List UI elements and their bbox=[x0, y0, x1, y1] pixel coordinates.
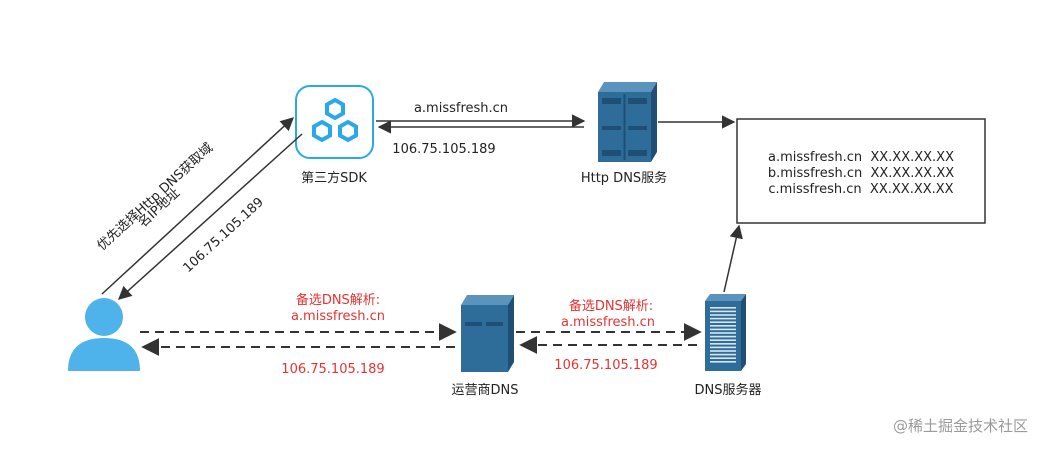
label-carrier-to-user: 106.75.105.189 bbox=[281, 362, 384, 377]
label-dns-to-carrier: 106.75.105.189 bbox=[554, 358, 657, 373]
carrier-dns-label: 运营商DNS bbox=[452, 383, 519, 398]
arrow-user-to-sdk bbox=[101, 117, 294, 295]
sdk-hexagon-icon bbox=[295, 85, 374, 159]
label-user-to-carrier-line1: 备选DNS解析: bbox=[296, 292, 380, 308]
dns-server-label: DNS服务器 bbox=[695, 382, 762, 398]
carrier-dns-server-icon bbox=[461, 295, 514, 372]
dns-record-c: c.missfresh.cn XX.XX.XX.XX bbox=[768, 182, 953, 197]
watermark: @稀土掘金技术社区 bbox=[893, 417, 1028, 435]
httpdns-server-icon bbox=[598, 82, 657, 162]
dns-record-a: a.missfresh.cn XX.XX.XX.XX bbox=[768, 150, 954, 165]
user-icon bbox=[68, 298, 140, 371]
label-sdk-to-user: 106.75.105.189 bbox=[181, 195, 267, 276]
httpdns-label: Http DNS服务 bbox=[581, 170, 667, 186]
dns-record-b: b.missfresh.cn XX.XX.XX.XX bbox=[768, 166, 954, 181]
label-carrier-to-dns-line1: 备选DNS解析: bbox=[569, 298, 653, 314]
arrow-sdk-to-user bbox=[117, 133, 303, 300]
arrow-dns-server-to-records bbox=[723, 224, 743, 293]
dns-records-box bbox=[736, 118, 986, 224]
label-user-to-sdk-line1: 优先选择Http DNS获取域 bbox=[95, 140, 217, 253]
sdk-label: 第三方SDK bbox=[301, 170, 367, 186]
label-httpdns-to-sdk: 106.75.105.189 bbox=[392, 142, 495, 157]
label-carrier-to-dns-line2: a.missfresh.cn bbox=[561, 315, 655, 330]
label-user-to-carrier-line2: a.missfresh.cn bbox=[291, 309, 385, 324]
dns-server-rack-icon bbox=[705, 294, 746, 371]
label-sdk-to-httpdns: a.missfresh.cn bbox=[414, 101, 508, 116]
